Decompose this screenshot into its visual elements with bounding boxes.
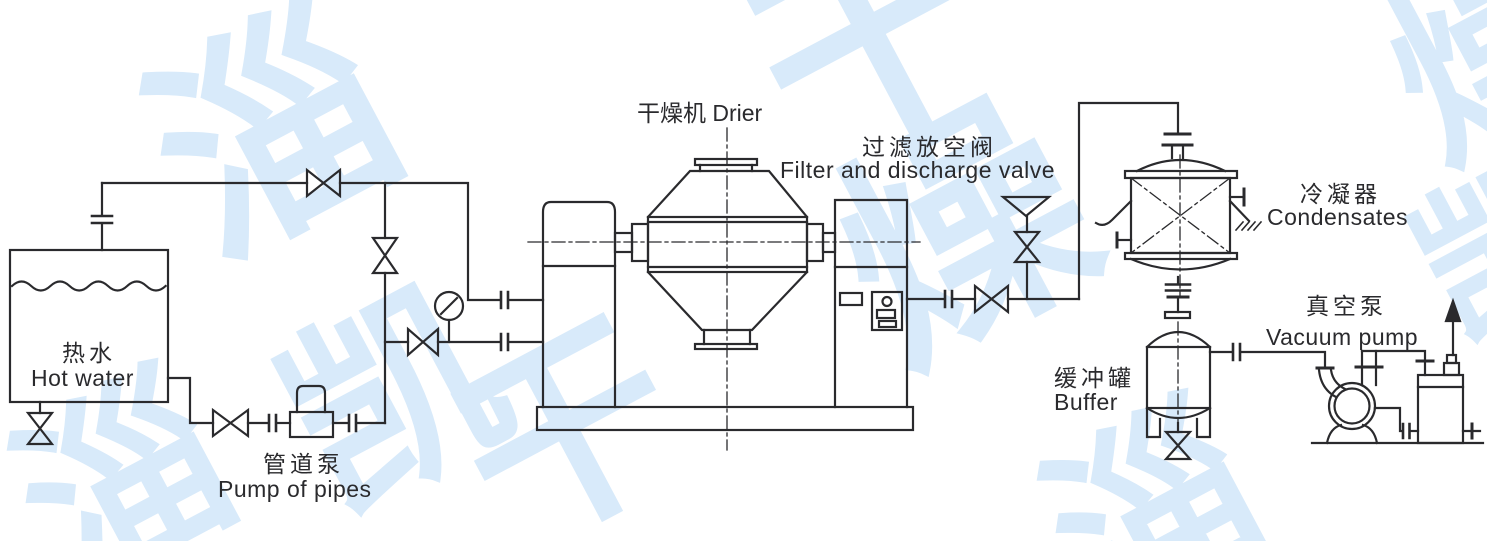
pump-motor — [295, 384, 327, 414]
filter-funnel — [999, 195, 1053, 218]
top-line-valve — [305, 167, 342, 199]
drier-control-panel — [838, 290, 904, 332]
pump-pedestal — [1325, 423, 1379, 445]
water-level-wave — [10, 280, 168, 292]
filter-valve-label-en: Filter and discharge valve — [780, 157, 1056, 183]
drier-right-stand — [833, 198, 909, 409]
pump-inlet-valve — [211, 407, 250, 439]
condenser-label-zh: 冷凝器 — [1300, 181, 1381, 207]
riser-valve — [370, 236, 400, 275]
condenser-right-support — [1228, 199, 1251, 223]
hot-water-piping — [100, 167, 545, 425]
pipe-pump-label-zh: 管道泵 — [263, 451, 344, 477]
discharge-valve — [1012, 230, 1042, 264]
buffer-legs — [1145, 406, 1212, 439]
pipeline-pump-line — [211, 384, 387, 439]
filter-valve-label-zh: 过滤放空阀 — [862, 134, 997, 160]
tank-drain-valve — [25, 411, 55, 446]
pressure-gauge — [433, 290, 465, 344]
filter-discharge-valve — [999, 195, 1053, 301]
drier-upper-cone — [646, 169, 809, 219]
condenser — [1094, 143, 1263, 320]
buffer-tank — [1145, 331, 1335, 461]
condenser-left-support — [1094, 199, 1133, 227]
drier-base — [535, 405, 915, 432]
condenser-top-dome — [1135, 158, 1227, 173]
hot-water-label-zh: 热水 — [62, 340, 116, 366]
vacuum-pump — [1310, 297, 1485, 445]
hot-water-label-en: Hot water — [31, 365, 134, 391]
pipe-pump-label-en: Pump of pipes — [218, 476, 372, 502]
vacuum-pump-label-zh: 真空泵 — [1306, 293, 1387, 319]
drier-outlet-valve — [973, 283, 1010, 315]
exhaust-arrow — [1444, 297, 1462, 323]
vacuum-pump-label-en: Vacuum pump — [1266, 324, 1419, 350]
vapor-piping — [905, 101, 1192, 315]
pump-casing — [1327, 381, 1377, 431]
pipeline-pump — [288, 384, 335, 439]
centerlines — [527, 127, 1231, 451]
buffer-label-zh: 缓冲罐 — [1054, 365, 1135, 391]
hot-water-tank — [8, 181, 215, 446]
condenser-label-en: Condensates — [1267, 204, 1409, 230]
drier-left-stand — [541, 200, 617, 409]
double-cone-drier — [535, 157, 915, 432]
buffer-label-en: Buffer — [1054, 389, 1118, 415]
drier-label: 干燥机 Drier — [637, 100, 763, 126]
buffer-drain-valve — [1163, 430, 1193, 461]
gauge-line-valve — [406, 326, 440, 358]
